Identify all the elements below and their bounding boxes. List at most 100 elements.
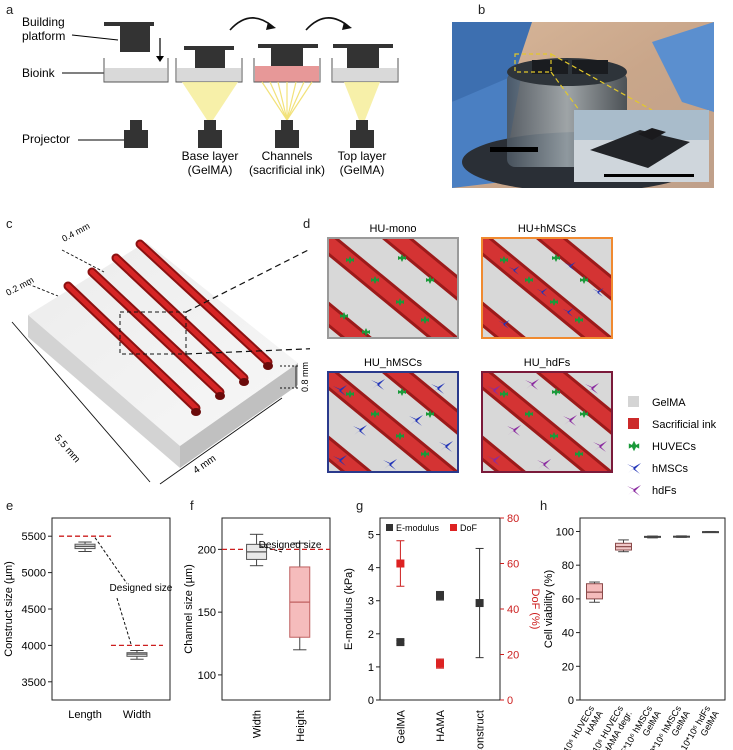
g-emod-point [436,591,444,600]
frame-hu-mono [327,237,459,339]
e-anno-arrow-1 [94,537,128,584]
model-hu-mono [328,238,458,338]
svg-text:hdFs: hdFs [652,485,677,497]
e-frame [51,517,171,701]
e-ylabel: Construct size (µm) [3,561,15,657]
g-dof-point [436,659,444,668]
f-frame [221,517,331,701]
panel-a-schematic: Building platform Bioink Projector Base … [22,15,399,177]
g-ytick-label: 3 [368,596,374,608]
model-hu-hdfs [482,372,612,472]
f-xtick-label: Width [252,710,264,738]
label-building-1: Building [22,15,65,29]
g-y2label: DoF (%) [529,589,540,630]
f-ytick-label: 200 [198,544,216,556]
svg-text:HUVECs: HUVECs [652,441,697,453]
stage-4: Top layer (GelMA) [331,44,399,177]
panel-label-f: f [190,498,194,513]
e-ytick-label: 5500 [22,531,46,543]
g-legend-dof: DoF [460,523,478,533]
label-top-1: Top layer [338,149,387,163]
f-ytick-label: 150 [198,607,216,619]
dim-0-4mm: 0.4 mm [60,221,91,244]
f-ytick-label: 100 [198,670,216,682]
dim-0-2mm: 0.2 mm [4,275,35,298]
svg-text:hMSCs: hMSCs [652,463,689,475]
h-ytick-label: 20 [562,661,574,673]
g-y2tick-label: 0 [507,695,513,707]
title-hu-hdfs: HU_hdFs [524,357,571,369]
panel-label-a: a [6,2,14,17]
stage-3: Channels (sacrificial ink) [249,44,325,177]
e-ytick-label: 5000 [22,568,46,580]
frame-hu-hmscs [327,371,459,473]
panel-label-e: e [6,498,14,513]
panel-d-legend: GelMA Sacrificial ink HUVECs hMSCs hdFs [627,396,717,497]
model-hu-hmscs [328,372,458,472]
panel-d-models: HU-mono HU+hMSCs HU_hMSCs HU_hdFs [327,223,717,497]
g-ytick-label: 2 [368,629,374,641]
g-y2tick-label: 20 [507,650,519,662]
h-ytick-label: 80 [562,560,574,572]
g-legend-swatch-dof [450,524,457,531]
g-xtick-label: HAMA [435,709,447,741]
panel-b-photo [452,22,714,188]
panel-label-d: d [303,216,311,231]
f-anno-arrow [258,544,283,553]
stage-1 [103,22,169,148]
g-dof-point [396,559,405,568]
construct-channels [63,239,273,416]
panel-label-c: c [6,216,13,231]
e-anno-arrow-2 [116,597,132,645]
g-ylabel: E-modulus (kPa) [343,568,355,650]
label-channels-2: (sacrificial ink) [249,163,325,177]
title-hu-plus-hmscs: HU+hMSCs [518,223,577,235]
g-y2tick-label: 40 [507,604,519,616]
panel-c-construct: 0.2 mm 0.4 mm 5.5 mm 4 mm 0.8 mm [4,221,310,485]
e-ytick-label: 3500 [22,677,46,689]
dim-0-8mm: 0.8 mm [300,362,310,392]
label-projector: Projector [22,132,70,146]
label-base-1: Base layer [182,149,239,163]
g-ytick-label: 0 [368,695,374,707]
label-top-2: (GelMA) [340,163,385,177]
label-building-2: platform [22,29,65,43]
g-xtick-label: Construct [475,710,487,750]
frame-hu-plus-hmscs [481,237,613,339]
stage-2: Base layer (GelMA) [175,46,243,177]
panel-label-g: g [356,498,364,513]
h-ytick-label: 0 [568,695,574,707]
label-channels-1: Channels [262,149,313,163]
title-hu-hmscs: HU_hMSCs [364,357,423,369]
f-ylabel: Channel size (µm) [183,564,195,653]
h-frame [579,517,726,701]
g-emod-point [396,638,405,647]
e-xtick-label: Width [123,709,151,721]
h-ytick-label: 60 [562,594,574,606]
f-annotation: Designed size [259,540,322,551]
g-emod-point [475,599,484,608]
g-ytick-label: 1 [368,662,374,674]
g-legend-swatch-emod [386,524,393,531]
h-ylabel: Cell viability (%) [543,570,555,648]
e-annotation: Designed size [110,583,173,594]
label-base-2: (GelMA) [188,163,233,177]
e-ytick-label: 4500 [22,604,46,616]
e-xtick-label: Length [68,709,102,721]
h-ytick-label: 40 [562,628,574,640]
e-ytick-label: 4000 [22,640,46,652]
g-y2tick-label: 60 [507,559,519,571]
dim-5-5mm: 5.5 mm [52,433,82,465]
label-bioink: Bioink [22,66,56,80]
panel-label-b: b [478,2,486,17]
g-y2tick-label: 80 [507,513,519,525]
panel-label-h: h [540,498,548,513]
g-xtick-label: GelMA [395,709,407,743]
svg-text:GelMA: GelMA [652,397,686,409]
g-legend-emod: E-modulus [396,523,440,533]
h-series-0-box [586,583,603,600]
title-hu-mono: HU-mono [369,223,416,235]
